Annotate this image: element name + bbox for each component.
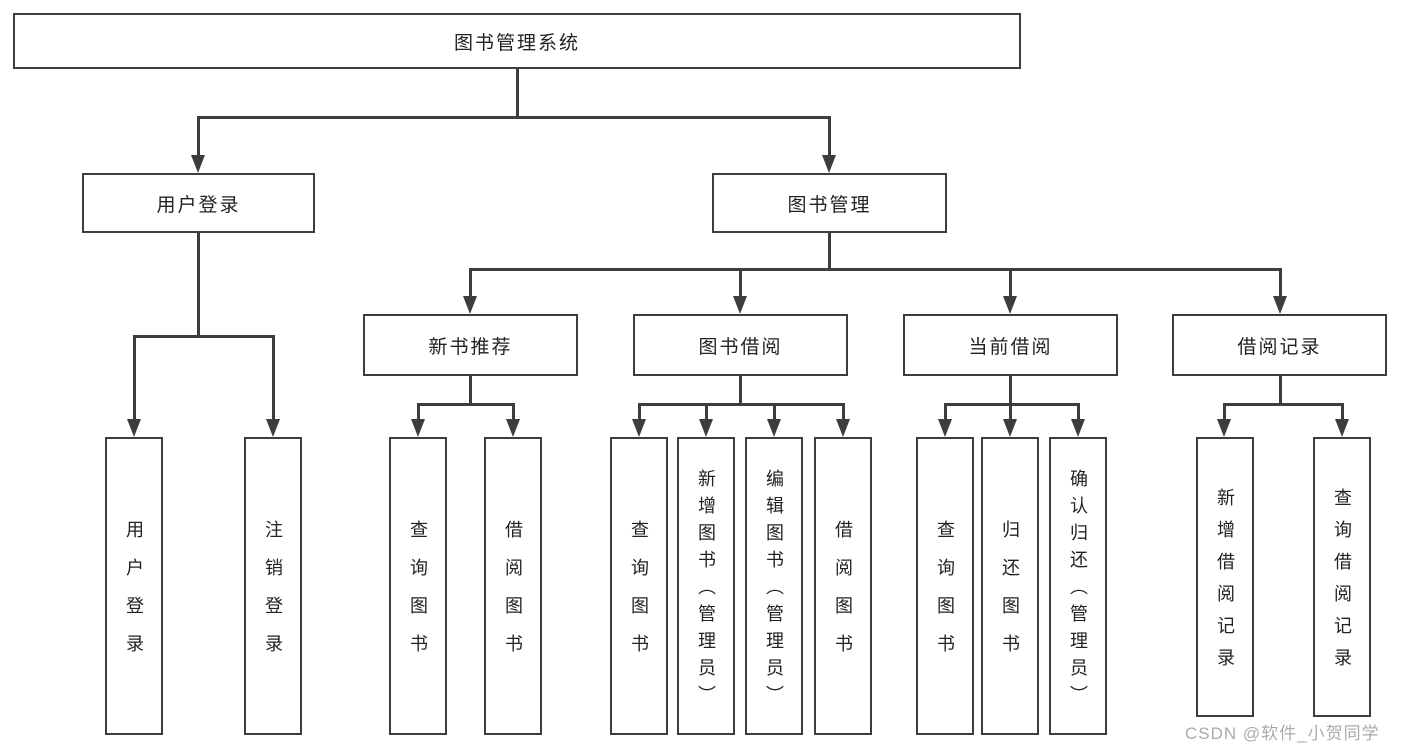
node-current-borrow: 当前借阅 [903,314,1118,376]
edge-currentborrow-rail [944,403,1079,406]
arrow-down-icon [938,419,952,437]
edge-userlogin-drop-1 [133,335,136,420]
edge-bookborrow-drop-3 [773,403,776,421]
arrow-down-icon [733,296,747,314]
edge-newbooks-stem [469,376,472,405]
leaf-logout-label: 注销登录 [263,520,283,672]
node-root: 图书管理系统 [13,13,1021,69]
edge-bookmgmt-rail [469,268,1282,271]
leaf-query-borrow-record-label: 查询借阅记录 [1332,488,1352,680]
edge-bookborrow-drop-4 [842,403,845,421]
leaf-query-books-2-label: 查询图书 [629,520,649,672]
node-book-borrow: 图书借阅 [633,314,848,376]
edge-bookmgmt-drop-2 [739,268,742,297]
watermark: CSDN @软件_小贺同学 [1185,724,1380,743]
leaf-borrow-books-1: 借阅图书 [484,437,542,735]
leaf-user-login: 用户登录 [105,437,163,735]
edge-records-rail [1223,403,1343,406]
edge-bookborrow-drop-2 [705,403,708,421]
leaf-borrow-books-2-label: 借阅图书 [833,520,853,672]
arrow-down-icon [463,296,477,314]
node-borrow-records: 借阅记录 [1172,314,1387,376]
edge-currentborrow-stem [1009,376,1012,405]
edge-currentborrow-drop-1 [944,403,947,421]
leaf-query-books-1: 查询图书 [389,437,447,735]
leaf-query-books-2: 查询图书 [610,437,668,735]
arrow-down-icon [127,419,141,437]
arrow-down-icon [699,419,713,437]
edge-bookborrow-stem [739,376,742,405]
edge-newbooks-rail [417,403,515,406]
edge-bookborrow-drop-1 [638,403,641,421]
edge-root-rail [197,116,831,119]
node-user-login: 用户登录 [82,173,315,233]
arrow-down-icon [822,155,836,173]
leaf-return-books-label: 归还图书 [1000,520,1020,672]
leaf-borrow-books-1-label: 借阅图书 [503,520,523,672]
arrow-down-icon [1273,296,1287,314]
arrow-down-icon [1003,296,1017,314]
edge-userlogin-drop-2 [272,335,275,420]
arrow-down-icon [1217,419,1231,437]
arrow-down-icon [191,155,205,173]
leaf-edit-book-admin-label: 编辑图书（管理员） [764,469,784,712]
leaf-query-books-3-label: 查询图书 [935,520,955,672]
edge-newbooks-drop-1 [417,403,420,421]
edge-currentborrow-drop-3 [1077,403,1080,421]
leaf-query-books-1-label: 查询图书 [408,520,428,672]
arrow-down-icon [411,419,425,437]
edge-userlogin-rail [133,335,274,338]
leaf-add-book-admin-label: 新增图书（管理员） [696,469,716,712]
leaf-confirm-return-admin-label: 确认归还（管理员） [1068,469,1088,712]
leaf-return-books: 归还图书 [981,437,1039,735]
edge-newbooks-drop-2 [512,403,515,421]
arrow-down-icon [1003,419,1017,437]
edge-bookmgmt-drop-4 [1279,268,1282,297]
edge-userlogin-stem [197,233,200,337]
leaf-query-books-3: 查询图书 [916,437,974,735]
edge-bookmgmt-drop-1 [469,268,472,297]
leaf-add-borrow-record: 新增借阅记录 [1196,437,1254,717]
leaf-add-borrow-record-label: 新增借阅记录 [1215,488,1235,680]
node-new-book-recommend: 新书推荐 [363,314,578,376]
leaf-edit-book-admin: 编辑图书（管理员） [745,437,803,735]
edge-records-drop-1 [1223,403,1226,421]
edge-root-drop-left [197,116,200,156]
edge-root-stem [516,69,519,117]
edge-records-stem [1279,376,1282,405]
arrow-down-icon [266,419,280,437]
edge-bookmgmt-stem [828,233,831,270]
leaf-query-borrow-record: 查询借阅记录 [1313,437,1371,717]
arrow-down-icon [1335,419,1349,437]
leaf-logout: 注销登录 [244,437,302,735]
arrow-down-icon [1071,419,1085,437]
edge-root-drop-right [828,116,831,156]
arrow-down-icon [767,419,781,437]
edge-bookmgmt-drop-3 [1009,268,1012,297]
edge-currentborrow-drop-2 [1009,403,1012,421]
arrow-down-icon [506,419,520,437]
leaf-user-login-label: 用户登录 [124,520,144,672]
arrow-down-icon [836,419,850,437]
leaf-confirm-return-admin: 确认归还（管理员） [1049,437,1107,735]
leaf-borrow-books-2: 借阅图书 [814,437,872,735]
leaf-add-book-admin: 新增图书（管理员） [677,437,735,735]
edge-records-drop-2 [1341,403,1344,421]
node-book-management: 图书管理 [712,173,947,233]
arrow-down-icon [632,419,646,437]
edge-bookborrow-rail [638,403,844,406]
